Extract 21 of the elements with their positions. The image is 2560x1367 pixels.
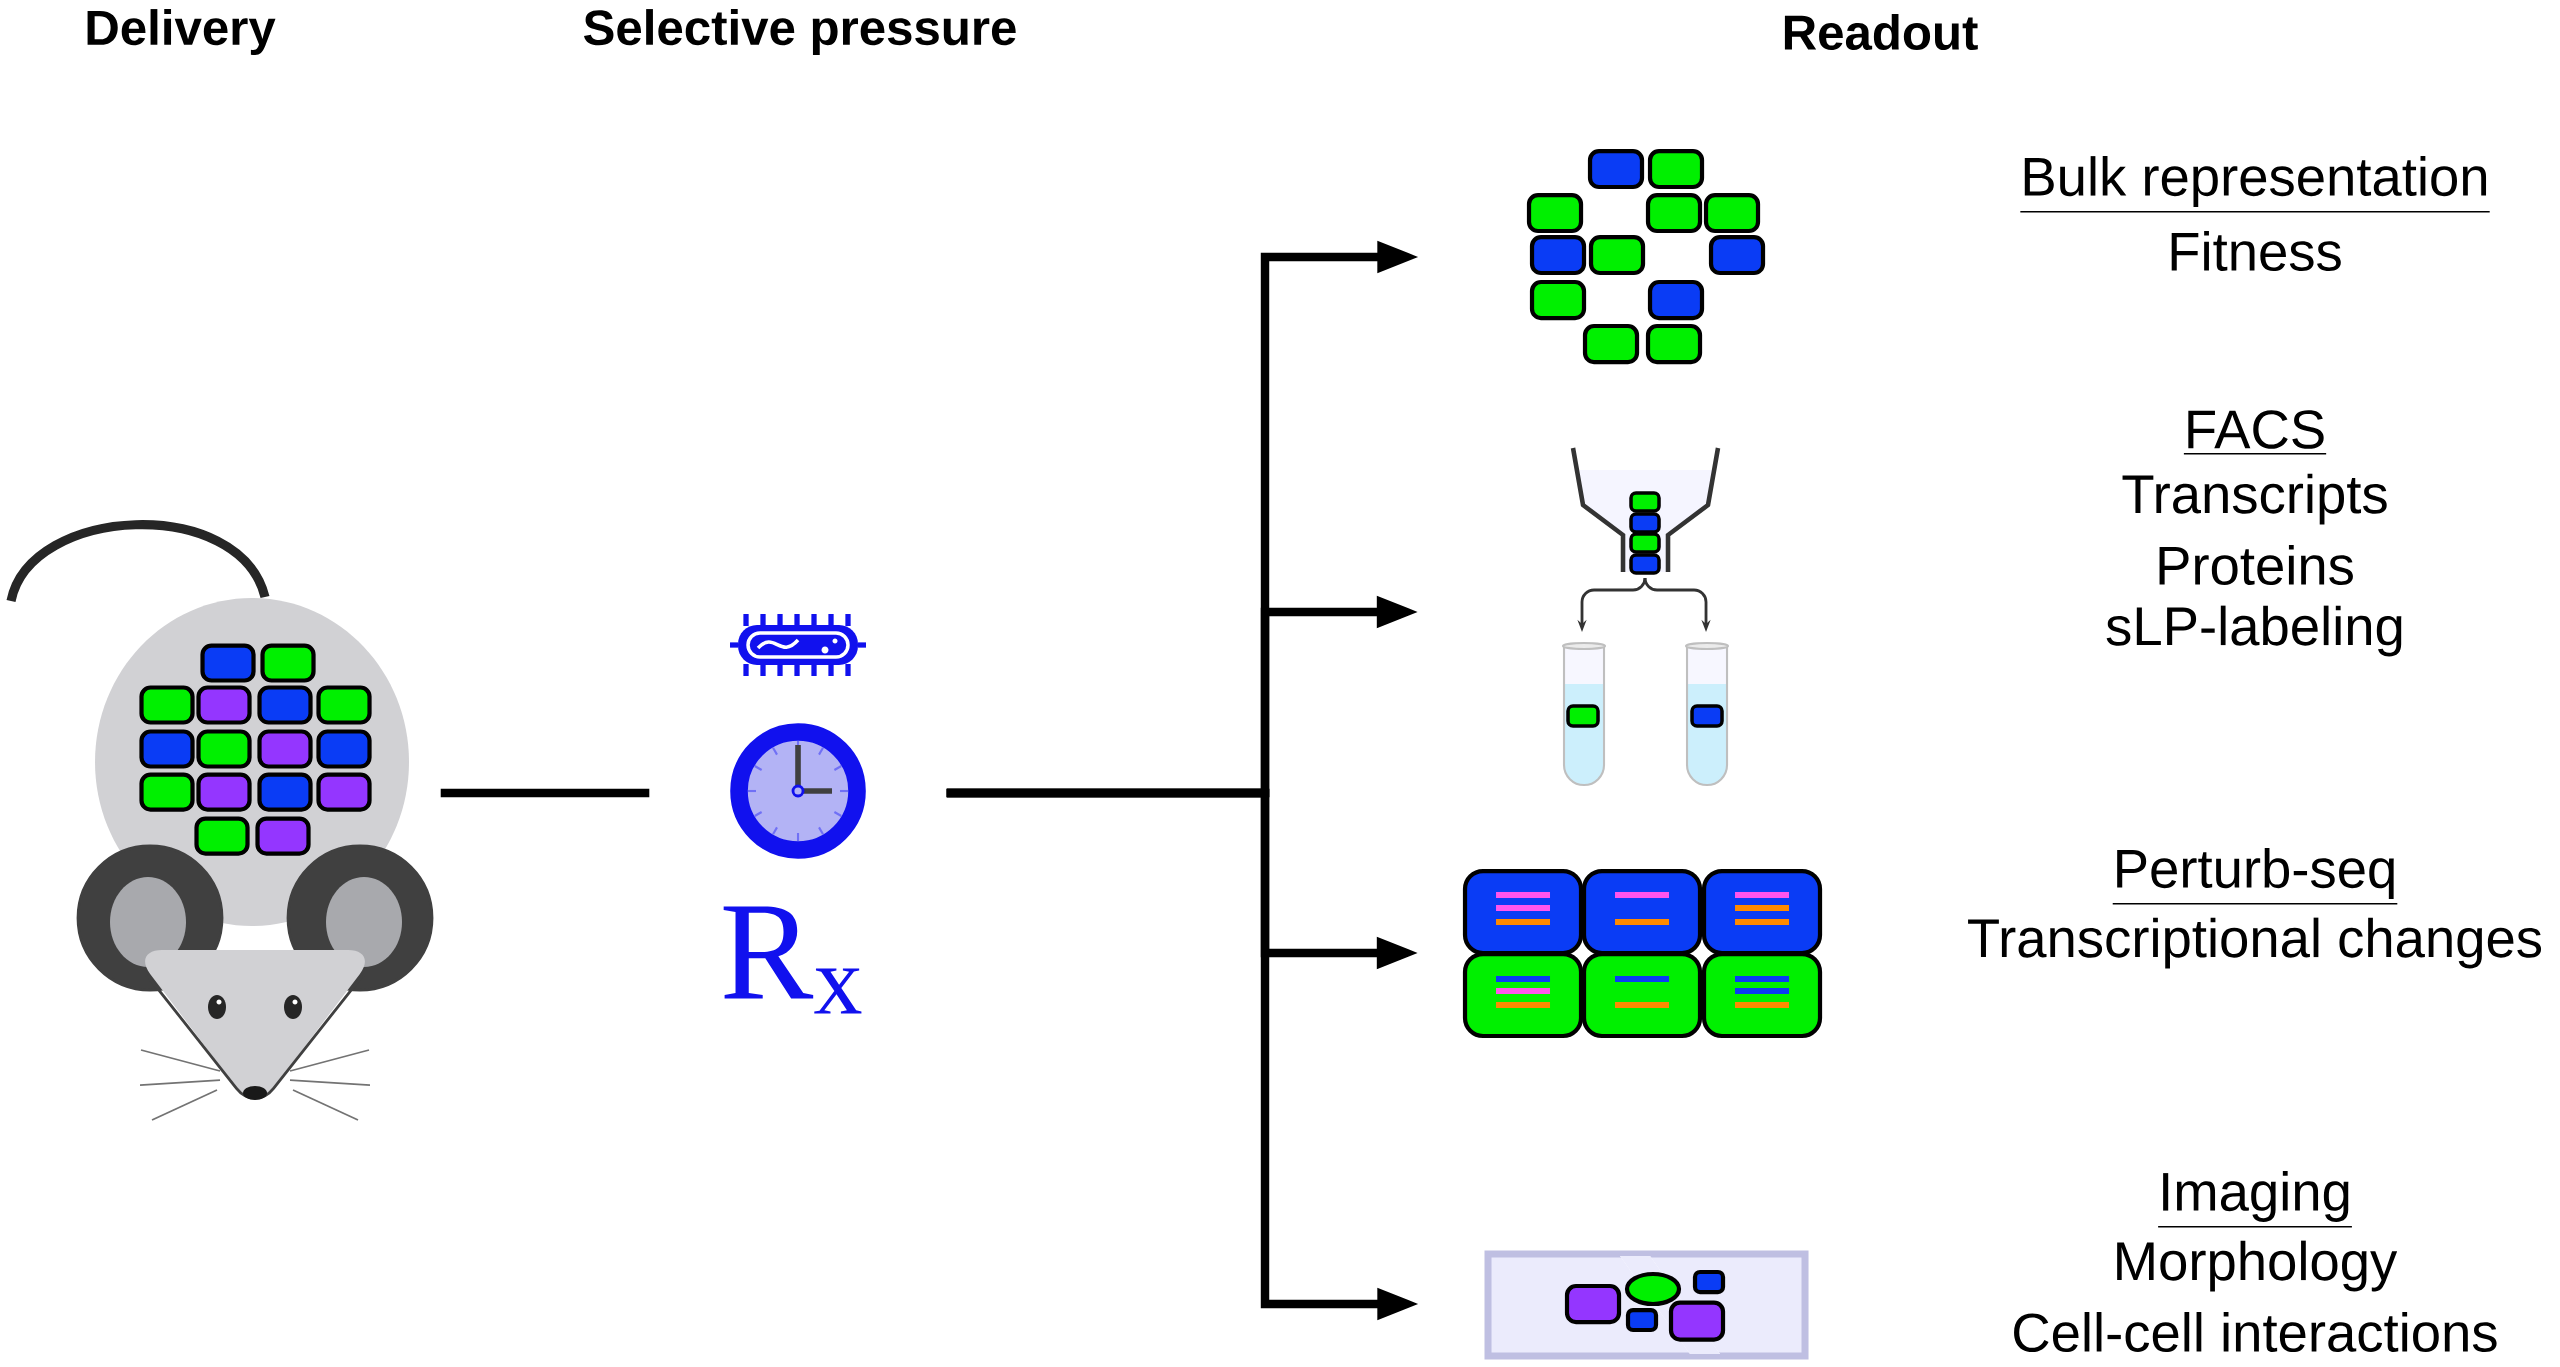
heading-text: Imaging — [2157, 1171, 2353, 1228]
clock-icon — [730, 723, 866, 859]
readout-text: Cell-cell interactions — [2014, 1312, 2497, 1353]
cell-population-drawing — [1526, 148, 1766, 365]
column-heading: Selective pressure — [584, 9, 1016, 55]
readout-text: sLP-labeling — [2106, 605, 2402, 657]
readout-text: Morphology — [2117, 1240, 2398, 1292]
column-heading: Delivery — [87, 9, 276, 55]
sequenced-cells-drawing — [1462, 868, 1823, 1039]
readout-text: Proteins — [2159, 545, 2353, 586]
readout-text: Transcripts — [2122, 473, 2387, 525]
cell-sorter-drawing — [1561, 447, 1730, 787]
microscope-slide-drawing — [1484, 1250, 1809, 1360]
column-heading: Readout — [1784, 13, 1978, 51]
mouse-drawing — [6, 520, 434, 1121]
readout-text: Fitness — [2171, 231, 2341, 272]
heading-text: Perturb-seq — [2112, 848, 2399, 905]
heading-text: Bulk representation — [2019, 156, 2491, 213]
prescription-symbol: R$_{x}$ — [723, 906, 862, 1014]
readout-text: Transcriptional changes — [1968, 917, 2542, 969]
heading-text: FACS — [2183, 410, 2327, 455]
